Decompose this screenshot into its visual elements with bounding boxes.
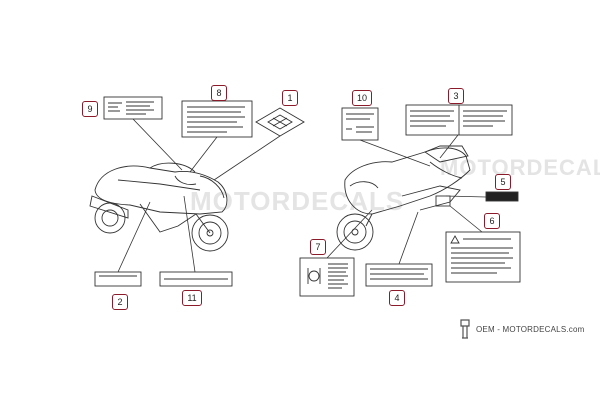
label-1 <box>255 107 305 137</box>
label-3 <box>405 104 513 136</box>
callout-11: 11 <box>182 290 202 306</box>
callout-5: 5 <box>495 174 511 190</box>
brand-text: OEM - MOTORDECALS.com <box>476 324 585 334</box>
label-8 <box>181 100 253 138</box>
label-5 <box>485 191 519 202</box>
callout-10: 10 <box>352 90 372 106</box>
callout-2: 2 <box>112 294 128 310</box>
label-9 <box>103 96 163 120</box>
piston-icon <box>460 319 470 339</box>
callout-6: 6 <box>484 213 500 229</box>
label-7 <box>299 257 355 297</box>
label-10 <box>341 107 379 141</box>
motorcycle-right <box>336 145 471 251</box>
callout-1: 1 <box>282 90 298 106</box>
callout-8: 8 <box>211 85 227 101</box>
leader-lines <box>117 118 487 273</box>
label-4 <box>365 263 433 287</box>
label-11 <box>159 271 233 287</box>
callout-4: 4 <box>389 290 405 306</box>
watermark-left: MOTORDECALS <box>190 186 405 216</box>
brand-logo: OEM - MOTORDECALS.com <box>458 318 585 340</box>
label-6 <box>445 231 521 283</box>
callout-9: 9 <box>82 101 98 117</box>
label-2 <box>94 271 142 287</box>
motorcycle-left <box>89 162 229 252</box>
callout-7: 7 <box>310 239 326 255</box>
callout-3: 3 <box>448 88 464 104</box>
